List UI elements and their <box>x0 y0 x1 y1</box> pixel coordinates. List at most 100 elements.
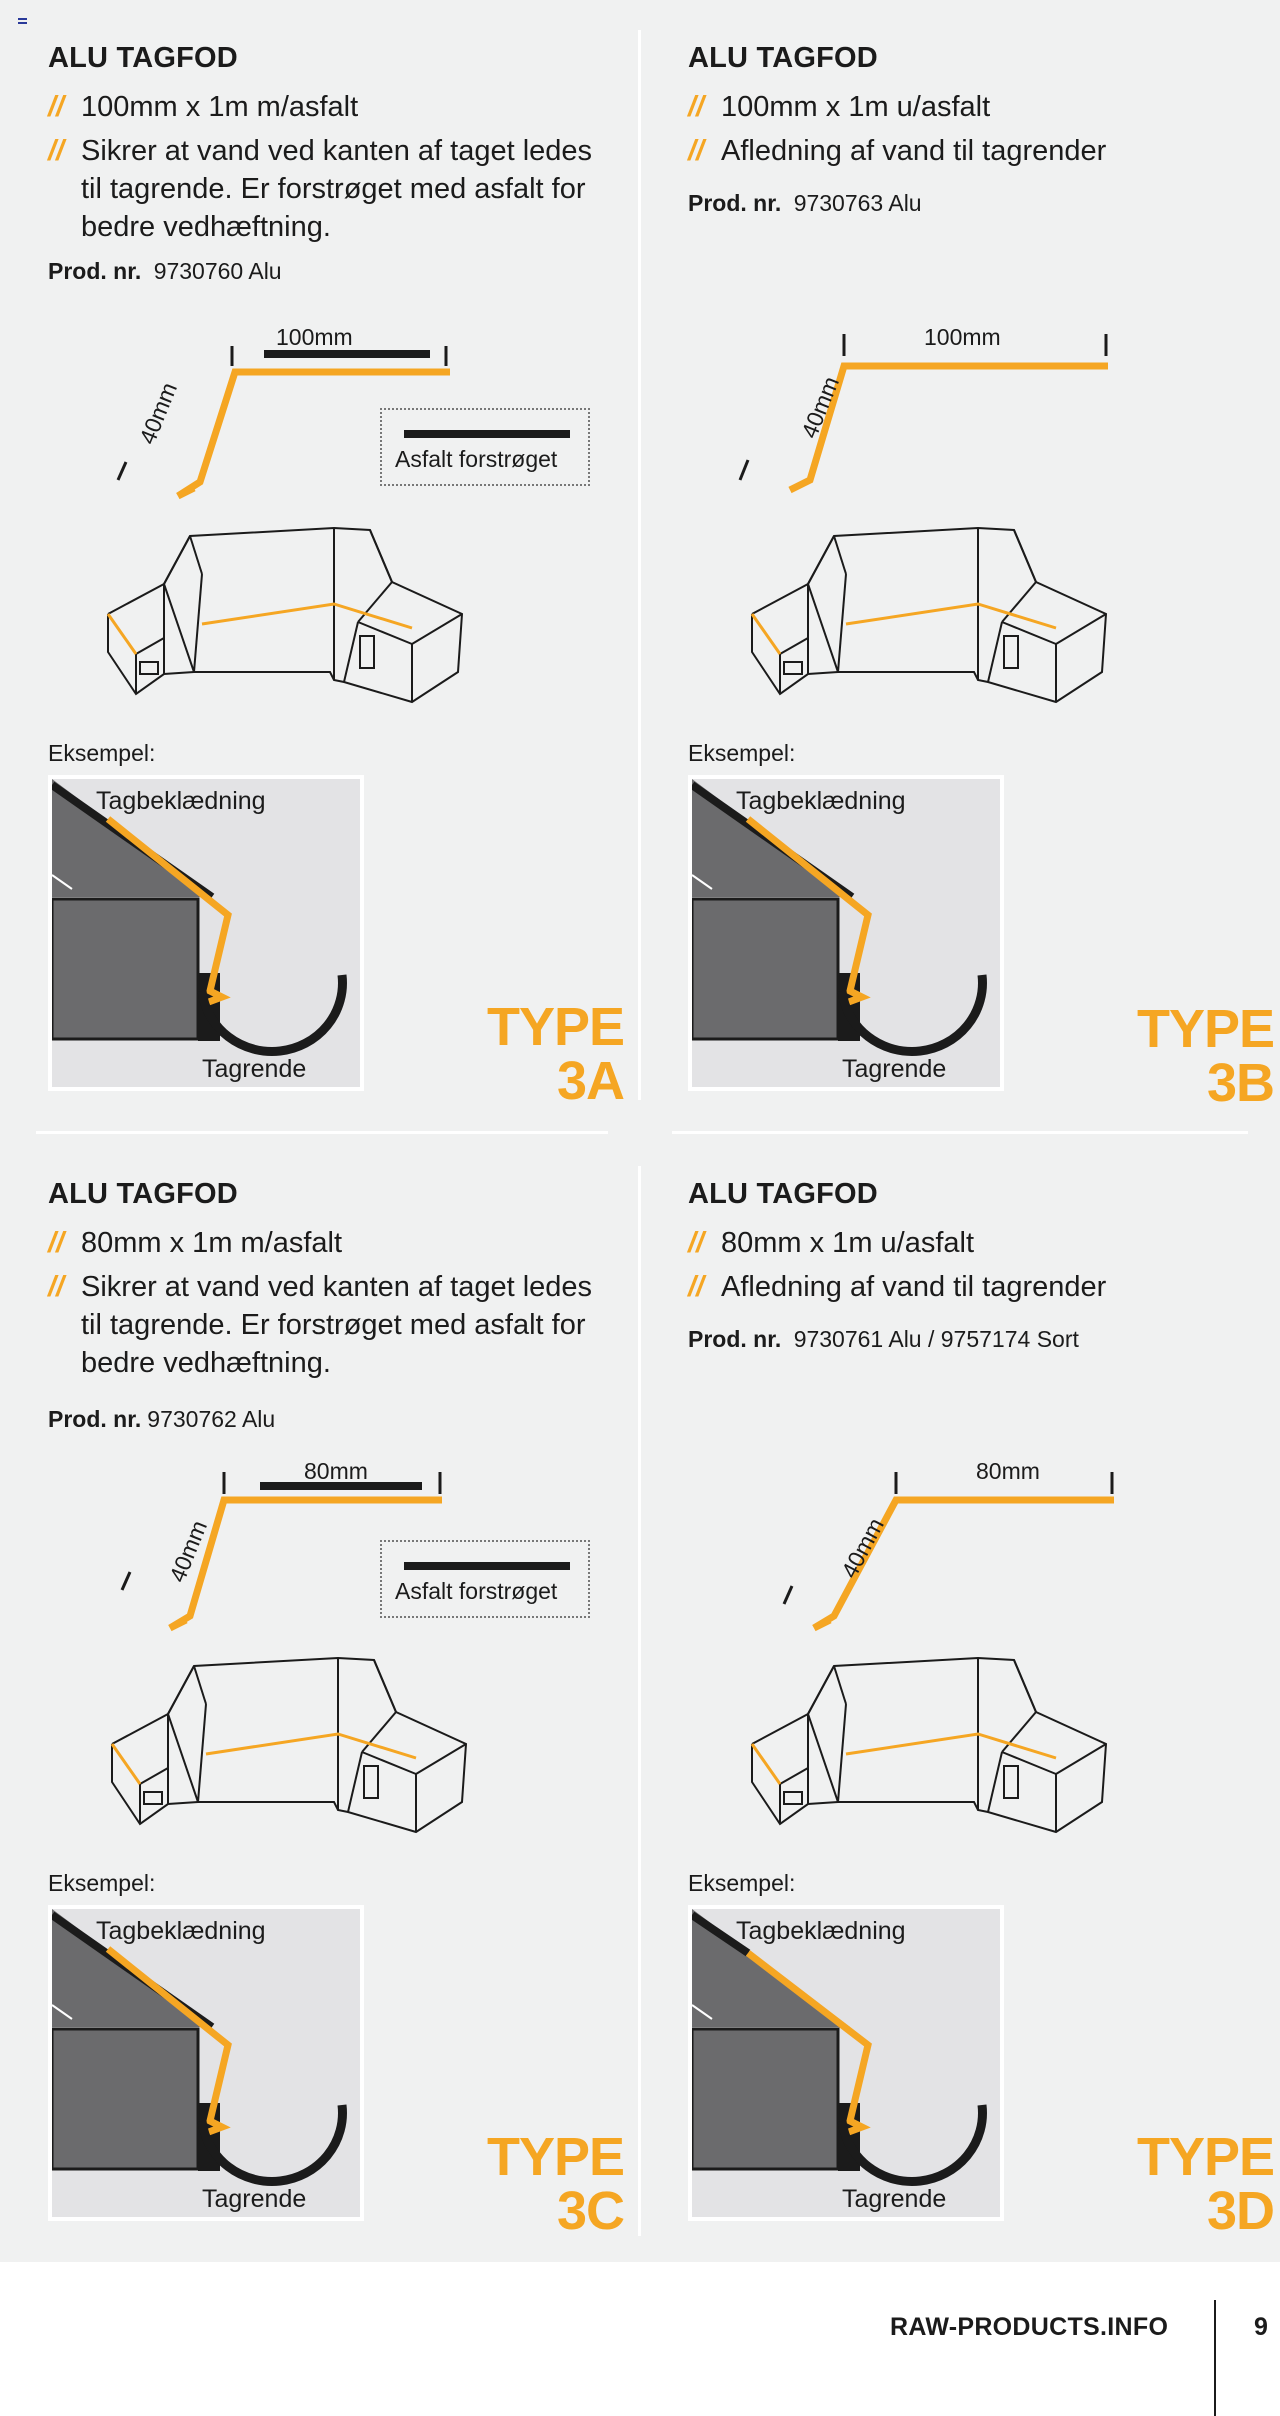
eave-highlight <box>845 1732 1057 1760</box>
flashing-profile <box>168 1496 442 1632</box>
type-badge: TYPE 3C <box>486 2127 625 2241</box>
eave-highlight <box>106 613 138 655</box>
asphalt-legend: Asfalt forstrøget <box>380 1540 590 1618</box>
product-number: Prod. nr. 9730761 Alu / 9757174 Sort <box>688 1326 1079 1352</box>
feature-list: //80mm x 1m m/asfalt //Sikrer at vand ve… <box>48 1224 648 1388</box>
double-slash-icon: // <box>688 1271 705 1303</box>
type-badge: TYPE 3B <box>1136 999 1275 1113</box>
type-badge: TYPE 3D <box>1136 2127 1275 2241</box>
asphalt-legend-label: Asfalt forstrøget <box>395 446 558 472</box>
double-slash-icon: // <box>48 91 65 123</box>
asphalt-legend-label: Asfalt forstrøget <box>395 1578 558 1604</box>
product-number: Prod. nr. 9730763 Alu <box>688 190 922 216</box>
example-heading: Eksempel: <box>688 1870 796 1896</box>
product-title: ALU TAGFOD <box>48 42 238 74</box>
example-detail: Tagbeklædning Tagrende <box>688 1905 1004 2221</box>
roof-covering-label: Tagbeklædning <box>736 1917 906 1945</box>
feature-list: //80mm x 1m u/asfalt //Afledning af vand… <box>688 1224 1280 1312</box>
flashing-profile <box>105 816 232 1007</box>
asphalt-strip <box>260 1482 422 1490</box>
eave-highlight <box>845 602 1057 630</box>
flashing-profile <box>788 362 1108 494</box>
vertical-divider <box>638 30 641 1100</box>
vertical-divider <box>638 1166 641 2236</box>
feature-list: //100mm x 1m m/asfalt //Sikrer at vand v… <box>48 88 648 252</box>
gutter-shape <box>197 2104 347 2186</box>
horizontal-divider <box>36 1131 608 1134</box>
profile-drawing <box>120 1472 442 1632</box>
dim-tick-diagonal <box>116 461 128 481</box>
gutter-label: Tagrende <box>842 1055 947 1083</box>
product-panel-3a: ALU TAGFOD //100mm x 1m m/asfalt //Sikre… <box>48 42 668 1162</box>
width-dimension: 80mm <box>976 1458 1040 1484</box>
flashing-profile <box>745 816 872 1007</box>
example-drawing <box>692 779 987 1056</box>
product-title: ALU TAGFOD <box>688 42 878 74</box>
width-dimension: 100mm <box>924 324 1001 350</box>
house-illustration <box>750 1656 1108 1834</box>
double-slash-icon: // <box>688 1227 705 1259</box>
gutter-label: Tagrende <box>202 1055 307 1083</box>
example-detail: Tagbeklædning Tagrende <box>48 775 364 1091</box>
example-heading: Eksempel: <box>688 740 796 766</box>
example-heading: Eksempel: <box>48 740 156 766</box>
footer-website: RAW-PRODUCTS.INFO <box>890 2313 1169 2341</box>
product-title: ALU TAGFOD <box>688 1178 878 1210</box>
feature-item: //80mm x 1m u/asfalt <box>688 1224 1280 1262</box>
example-drawing <box>52 779 347 1056</box>
feature-list: //100mm x 1m u/asfalt //Afledning af van… <box>688 88 1280 176</box>
dim-tick-diagonal <box>738 459 750 481</box>
dim-tick-diagonal <box>120 1571 132 1591</box>
feature-item: //Sikrer at vand ved kanten af taget led… <box>48 1268 601 1382</box>
feature-item: //Sikrer at vand ved kanten af taget led… <box>48 132 601 246</box>
footer-divider <box>1214 2300 1216 2416</box>
feature-item: //Afledning af vand til tagrender <box>688 132 1280 170</box>
flashing-profile <box>745 1950 872 2137</box>
gutter-label: Tagrende <box>842 2185 947 2213</box>
roof-covering-label: Tagbeklædning <box>96 1917 266 1945</box>
example-heading: Eksempel: <box>48 1870 156 1896</box>
product-panel-3d: ALU TAGFOD //80mm x 1m u/asfalt //Afledn… <box>688 1178 1280 2298</box>
example-drawing <box>692 1909 987 2186</box>
roof-covering-label: Tagbeklædning <box>736 787 906 815</box>
flashing-profile <box>812 1496 1114 1632</box>
menu-icon <box>18 18 27 26</box>
page-number: 9 <box>1254 2313 1268 2341</box>
double-slash-icon: // <box>688 135 705 167</box>
feature-item: //Afledning af vand til tagrender <box>688 1268 1280 1306</box>
example-detail: Tagbeklædning Tagrende <box>48 1905 364 2221</box>
double-slash-icon: // <box>48 1271 65 1303</box>
product-panel-3c: ALU TAGFOD //80mm x 1m m/asfalt //Sikrer… <box>48 1178 668 2298</box>
asphalt-legend-swatch <box>404 1562 570 1570</box>
product-title: ALU TAGFOD <box>48 1178 238 1210</box>
asphalt-legend-swatch <box>404 430 570 438</box>
feature-item: //100mm x 1m u/asfalt <box>688 88 1280 126</box>
product-panel-3b: ALU TAGFOD //100mm x 1m u/asfalt //Afled… <box>688 42 1280 1162</box>
house-illustration <box>110 1656 468 1834</box>
asphalt-strip <box>264 350 430 358</box>
eave-highlight <box>750 613 782 655</box>
asphalt-legend: Asfalt forstrøget <box>380 408 590 486</box>
example-drawing <box>52 1909 347 2186</box>
profile-drawing <box>738 334 1108 494</box>
width-dimension: 80mm <box>304 1458 368 1484</box>
flashing-profile <box>176 368 450 500</box>
horizontal-divider <box>672 1131 1248 1134</box>
double-slash-icon: // <box>48 1227 65 1259</box>
dim-tick-diagonal <box>782 1585 794 1605</box>
gutter-shape <box>197 974 347 1056</box>
eave-highlight <box>750 1743 782 1785</box>
product-number: Prod. nr. 9730760 Alu <box>48 258 282 284</box>
gutter-shape <box>837 2104 987 2186</box>
flashing-profile <box>105 1946 232 2137</box>
double-slash-icon: // <box>688 91 705 123</box>
example-detail: Tagbeklædning Tagrende <box>688 775 1004 1091</box>
gutter-label: Tagrende <box>202 2185 307 2213</box>
product-number: Prod. nr.9730762 Alu <box>48 1406 276 1432</box>
width-dimension: 100mm <box>276 324 353 350</box>
eave-highlight <box>205 1732 417 1760</box>
feature-item: //100mm x 1m m/asfalt <box>48 88 648 126</box>
eave-highlight <box>110 1743 142 1785</box>
profile-drawing <box>782 1472 1114 1632</box>
feature-item: //80mm x 1m m/asfalt <box>48 1224 648 1262</box>
